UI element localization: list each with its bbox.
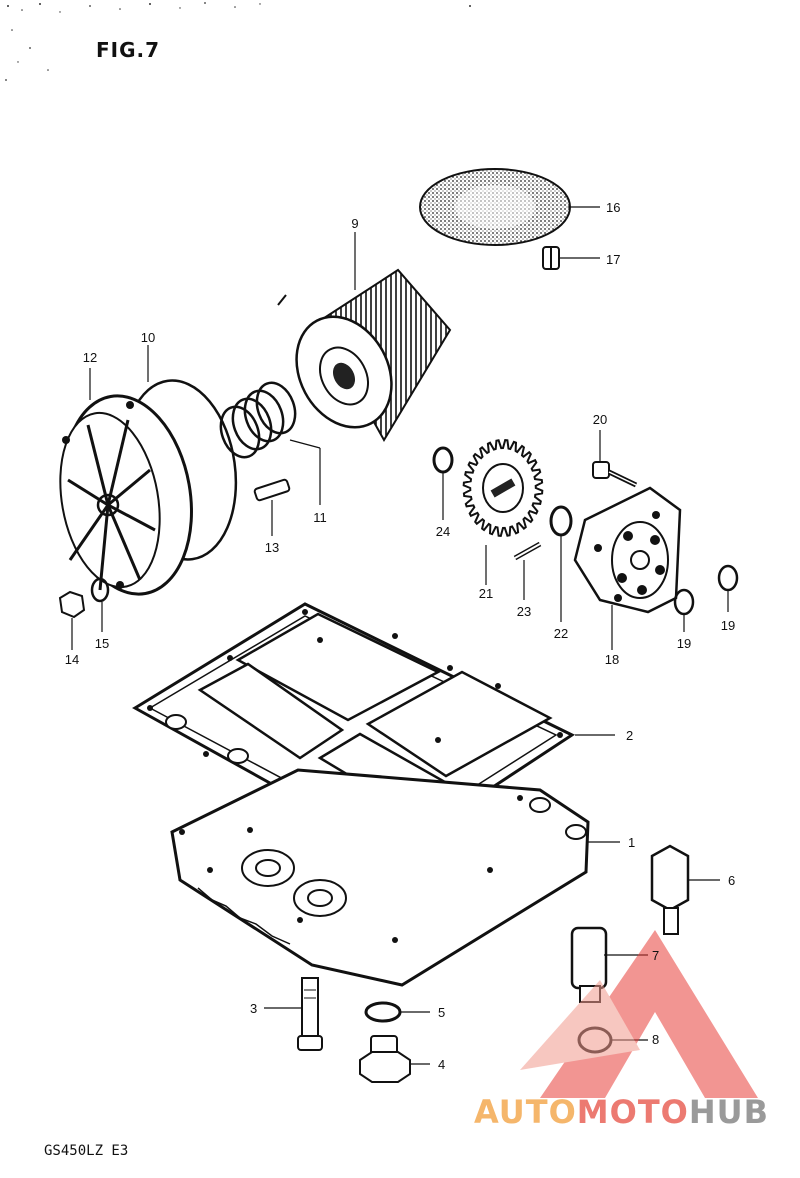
callout-1: 1 <box>628 835 635 850</box>
drain-plug-4 <box>359 1035 411 1083</box>
leader-lines <box>71 206 729 1065</box>
callout-24: 24 <box>436 524 450 539</box>
nut-14 <box>58 590 86 619</box>
oil-pan <box>170 737 590 987</box>
gasket-5 <box>364 1001 402 1023</box>
callout-5: 5 <box>438 1005 445 1020</box>
callout-8: 8 <box>652 1032 659 1047</box>
callout-23: 23 <box>517 604 531 619</box>
scan-noise <box>5 2 471 81</box>
callout-4: 4 <box>438 1057 445 1072</box>
circlip-24 <box>432 446 454 474</box>
callout-16: 16 <box>606 200 620 215</box>
callout-22: 22 <box>554 626 568 641</box>
callouts: 9 16 17 10 12 11 13 14 15 20 24 21 23 22… <box>65 200 735 1072</box>
callout-14: 14 <box>65 652 79 667</box>
washer-22 <box>549 505 573 537</box>
watermark-logo <box>520 930 758 1098</box>
screw-20 <box>592 461 638 488</box>
screw-17 <box>542 246 560 270</box>
callout-20: 20 <box>593 412 607 427</box>
oil-pump-gear <box>462 439 544 537</box>
callout-9: 9 <box>351 216 358 231</box>
o-ring-19a <box>673 588 695 616</box>
pin-23 <box>513 541 542 561</box>
filter-spring <box>219 381 297 459</box>
washer-15 <box>90 577 110 603</box>
strainer-screen <box>419 168 571 246</box>
pin-13 <box>253 478 291 502</box>
callout-19a: 19 <box>677 636 691 651</box>
figure-title: FIG.7 <box>96 38 161 62</box>
o-ring-19b <box>717 564 739 592</box>
callout-3: 3 <box>250 1001 257 1016</box>
gear-slot <box>490 478 516 498</box>
callout-10: 10 <box>141 330 155 345</box>
callout-18: 18 <box>605 652 619 667</box>
callout-19b: 19 <box>721 618 735 633</box>
callout-17: 17 <box>606 252 620 267</box>
callout-2: 2 <box>626 728 633 743</box>
callout-12: 12 <box>83 350 97 365</box>
watermark-text: AUTOMOTOHUB <box>474 1093 770 1131</box>
callout-13: 13 <box>265 540 279 555</box>
bolt-3 <box>297 977 323 1051</box>
callout-6: 6 <box>728 873 735 888</box>
oil-filter <box>277 268 452 442</box>
callout-15: 15 <box>95 636 109 651</box>
callout-21: 21 <box>479 586 493 601</box>
callout-7: 7 <box>652 948 659 963</box>
callout-11: 11 <box>313 510 327 525</box>
filter-cap <box>59 394 193 596</box>
oil-pump <box>573 486 682 614</box>
union-6 <box>650 844 690 935</box>
model-code: GS450LZ E3 <box>44 1143 129 1159</box>
